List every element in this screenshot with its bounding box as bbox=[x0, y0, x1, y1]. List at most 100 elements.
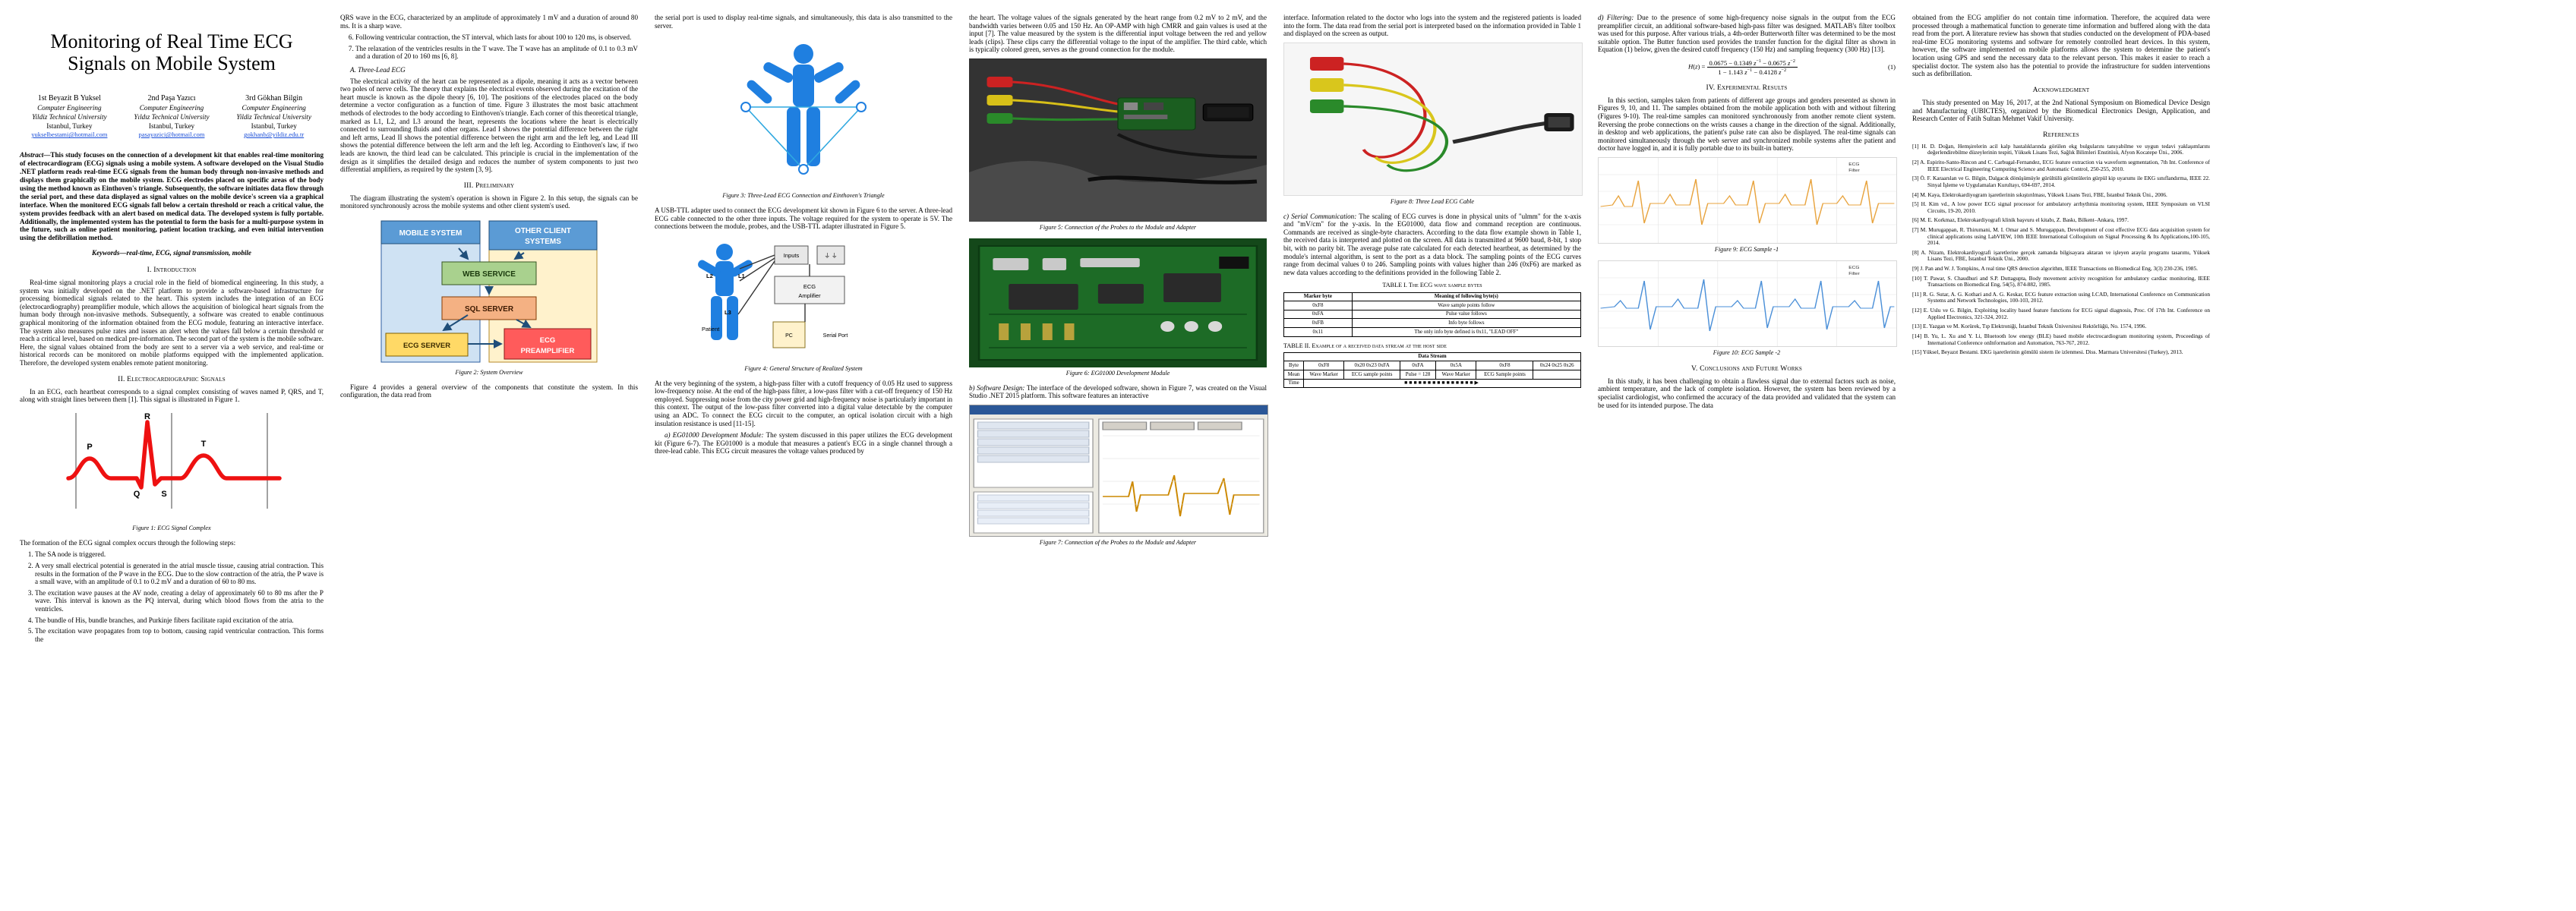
figure-8-caption: Figure 8: Three Lead ECG Cable bbox=[1390, 197, 1475, 205]
figure-6-caption: Figure 6: EG01000 Development Module bbox=[1065, 369, 1170, 377]
section-heading-conclusions: V. Conclusions and Future Works bbox=[1690, 364, 1802, 373]
author-email[interactable]: pasayazici@hotmail.com bbox=[138, 131, 205, 139]
label-inputs: Inputs bbox=[784, 252, 800, 259]
author-name: 3rd Gökhan Bilgin bbox=[245, 94, 303, 103]
author-list: 1st Beyazit B Yuksel Computer Engineerin… bbox=[20, 94, 324, 139]
author-univ: Yıldız Technical University bbox=[134, 112, 210, 121]
c3-paragraph-4: a) EG01000 Development Module: The syste… bbox=[655, 431, 952, 456]
table-row: 0xFB Info byte follows bbox=[1283, 318, 1582, 328]
c3-paragraph-3: At the very beginning of the system, a h… bbox=[655, 379, 952, 427]
table-row: Byte 0xF8 0x20 0x23 0xFA 0xFA 0x5A 0xF8 … bbox=[1283, 361, 1581, 371]
author-email[interactable]: gokhanb@yildiz.edu.tr bbox=[244, 131, 305, 139]
figure-4-system-structure: L2 L1 L3 Patient Inputs ⏚ ⏚ ECG Amplifie… bbox=[655, 235, 952, 373]
diagram-label-mobile-system: MOBILE SYSTEM bbox=[399, 229, 462, 238]
ecg-formation-steps-cont: Following ventricular contraction, the S… bbox=[340, 33, 638, 61]
c6-paragraph-3: In this study, it has been challenging t… bbox=[1598, 377, 1896, 409]
column-container: Monitoring of Real Time ECG Signals on M… bbox=[20, 14, 2556, 903]
label-ecg: ECG bbox=[803, 283, 816, 290]
eg01000-board-photo bbox=[969, 238, 1267, 367]
reference-item: [2] A. Espirito-Santo-Rincon and C. Carb… bbox=[1912, 159, 2210, 172]
figure-3-einthoven: Figure 3: Three-Lead ECG Connection and … bbox=[655, 34, 952, 200]
c4-paragraph-1: the heart. The voltage values of the sig… bbox=[969, 14, 1267, 54]
c2-paragraph-3: The diagram illustrating the system's op… bbox=[340, 194, 638, 210]
figure-8-ecg-cable-photo: Figure 8: Three Lead ECG Cable bbox=[1283, 42, 1583, 206]
c5-paragraph-2-text: The scaling of ECG curves is done in phy… bbox=[1283, 212, 1582, 276]
ecg-formation-steps: The SA node is triggered. A very small e… bbox=[20, 550, 324, 643]
c7-paragraph-1: obtained from the ECG amplifier do not c… bbox=[1912, 14, 2210, 78]
c4-paragraph-2: b) Software Design: The interface of the… bbox=[969, 384, 1267, 400]
c3-paragraph-2: A USB-TTL adapter used to connect the EC… bbox=[655, 206, 952, 231]
label-pc: PC bbox=[785, 333, 793, 339]
reference-item: [13] E. Yazgan ve M. Korürek, Tıp Elektr… bbox=[1912, 323, 2147, 330]
author-name: 2nd Paşa Yazıcı bbox=[147, 94, 196, 103]
s2-paragraph-2: The formation of the ECG signal complex … bbox=[20, 538, 236, 547]
table-1-caption: TABLE I. The ECG wave sample bytes bbox=[1382, 282, 1482, 289]
c3-paragraph-1: the serial port is used to display real-… bbox=[655, 14, 952, 30]
table-2-received-data-stream: Data Stream Byte 0xF8 0x20 0x23 0xFA 0xF… bbox=[1283, 351, 1582, 389]
c6-paragraph-1: d) Filtering: Due to the presence of som… bbox=[1598, 14, 1896, 54]
label-serial-port: Serial Port bbox=[823, 333, 848, 339]
einthoven-triangle-graphic bbox=[655, 34, 952, 191]
figure-10-caption: Figure 10: ECG Sample -2 bbox=[1713, 348, 1781, 356]
equation-1-number: (1) bbox=[1887, 63, 1896, 71]
table-2-caption: TABLE II. Example of a received data str… bbox=[1283, 342, 1447, 349]
figure-3-caption: Figure 3: Three-Lead ECG Connection and … bbox=[722, 192, 885, 200]
reference-item: [5] H. Kim vd., A low power ECG signal p… bbox=[1912, 200, 2210, 214]
reference-item: [4] M. Kaya, Elektrokardiyogram işaretle… bbox=[1912, 191, 2167, 198]
author-univ: Yildiz Technical University bbox=[236, 112, 311, 121]
author-dept: Computer Engineering bbox=[37, 104, 102, 112]
figure-2-system-overview: MOBILE SYSTEM OTHER CLIENT SYSTEMS WEB S… bbox=[340, 215, 638, 377]
plot-legend-filter-2: Filter bbox=[1848, 272, 1860, 276]
figure-5-probes-photo: Figure 5: Connection of the Probes to th… bbox=[969, 58, 1267, 232]
equation-1: H(z) = 0.0675 − 0.1349 z−1 − 0.0675 z−2 … bbox=[1598, 58, 1888, 76]
subsection-serial-communication: c) Serial Communication: bbox=[1283, 212, 1357, 220]
abstract: Abstract—This study focuses on the conne… bbox=[20, 151, 324, 242]
reference-list: [1] H. D. Doğan, Hemşirelerin acil kalp … bbox=[1912, 143, 2210, 356]
table-row: 0xF8 Wave sample points follow bbox=[1283, 301, 1582, 310]
table-header-cell: Meaning of following byte(s) bbox=[1351, 292, 1582, 302]
table-cell: ECG Sample points bbox=[1476, 370, 1534, 380]
diagram-label-preamplifier: PREAMPLIFIER bbox=[521, 347, 575, 355]
table-cell: 0x20 0x23 0xFA bbox=[1343, 361, 1400, 371]
author-univ: Yildiz Technical University bbox=[32, 112, 107, 121]
section-heading-references: References bbox=[2043, 130, 2079, 139]
author-city: Istanbul, Turkey bbox=[148, 121, 195, 130]
column-4: the heart. The voltage values of the sig… bbox=[969, 14, 1268, 903]
system-structure-graphic: L2 L1 L3 Patient Inputs ⏚ ⏚ ECG Amplifie… bbox=[655, 235, 952, 363]
subsection-eg01000: a) EG01000 Development Module: bbox=[665, 431, 764, 440]
table-row: 0x11 The only info byte defined is 0x11,… bbox=[1283, 327, 1582, 337]
c2-paragraph-4: Figure 4 provides a general overview of … bbox=[340, 383, 638, 399]
abstract-label: Abstract— bbox=[20, 151, 51, 159]
figure-4-caption: Figure 4: General Structure of Realized … bbox=[744, 364, 863, 372]
c5-paragraph-2: c) Serial Communication: The scaling of … bbox=[1283, 213, 1581, 277]
author-1: 1st Beyazit B Yuksel Computer Engineerin… bbox=[20, 94, 119, 139]
section-heading-ecg-signals: II. Electrocardiographic Signals bbox=[118, 374, 226, 383]
three-lead-cable-photo bbox=[1283, 42, 1583, 196]
reference-item: [14] B. Yu, L. Xu and Y. Li, Bluetooth l… bbox=[1912, 332, 2210, 346]
ecg-waveform-graphic: P Q R S T bbox=[20, 408, 324, 522]
figure-1-caption: Figure 1: ECG Signal Complex bbox=[132, 524, 211, 531]
reference-item: [9] J. Pan and W. J. Tompkins, A real ti… bbox=[1912, 265, 2198, 273]
list-item: A very small electrical potential is gen… bbox=[35, 562, 324, 586]
table-cell: Pulse = 128 bbox=[1399, 370, 1437, 380]
diagram-label-systems: SYSTEMS bbox=[525, 238, 561, 246]
label-l3: L3 bbox=[724, 309, 731, 316]
list-item: The bundle of His, bundle branches, and … bbox=[35, 616, 324, 625]
column-3: the serial port is used to display real-… bbox=[655, 14, 952, 903]
list-item: The SA node is triggered. bbox=[35, 550, 324, 559]
table-cell bbox=[1533, 370, 1581, 380]
column-2: QRS wave in the ECG, characterized by an… bbox=[340, 14, 638, 903]
reference-item: [6] M. E. Korkmaz, Elektrokardiyografi k… bbox=[1912, 216, 2129, 224]
author-city: Istanbul, Turkey bbox=[251, 121, 297, 130]
figure-5-caption: Figure 5: Connection of the Probes to th… bbox=[1039, 223, 1197, 231]
table-cell-timeline: ■■■■■■■■■■■■■■■▶ bbox=[1302, 378, 1582, 389]
table-header-row: Data Stream bbox=[1283, 351, 1581, 362]
figure-9-caption: Figure 9: ECG Sample -1 bbox=[1714, 246, 1779, 254]
table-cell: 0x24 0x25 0x26 bbox=[1533, 361, 1581, 371]
section-heading-preliminary: III. Preliminary bbox=[463, 181, 515, 190]
table-cell: 0xFA bbox=[1283, 309, 1353, 320]
table-cell: Info byte follows bbox=[1351, 318, 1582, 328]
author-email[interactable]: yukselbestami@hotmail.com bbox=[31, 131, 108, 139]
table-cell: 0xF8 bbox=[1283, 301, 1353, 310]
